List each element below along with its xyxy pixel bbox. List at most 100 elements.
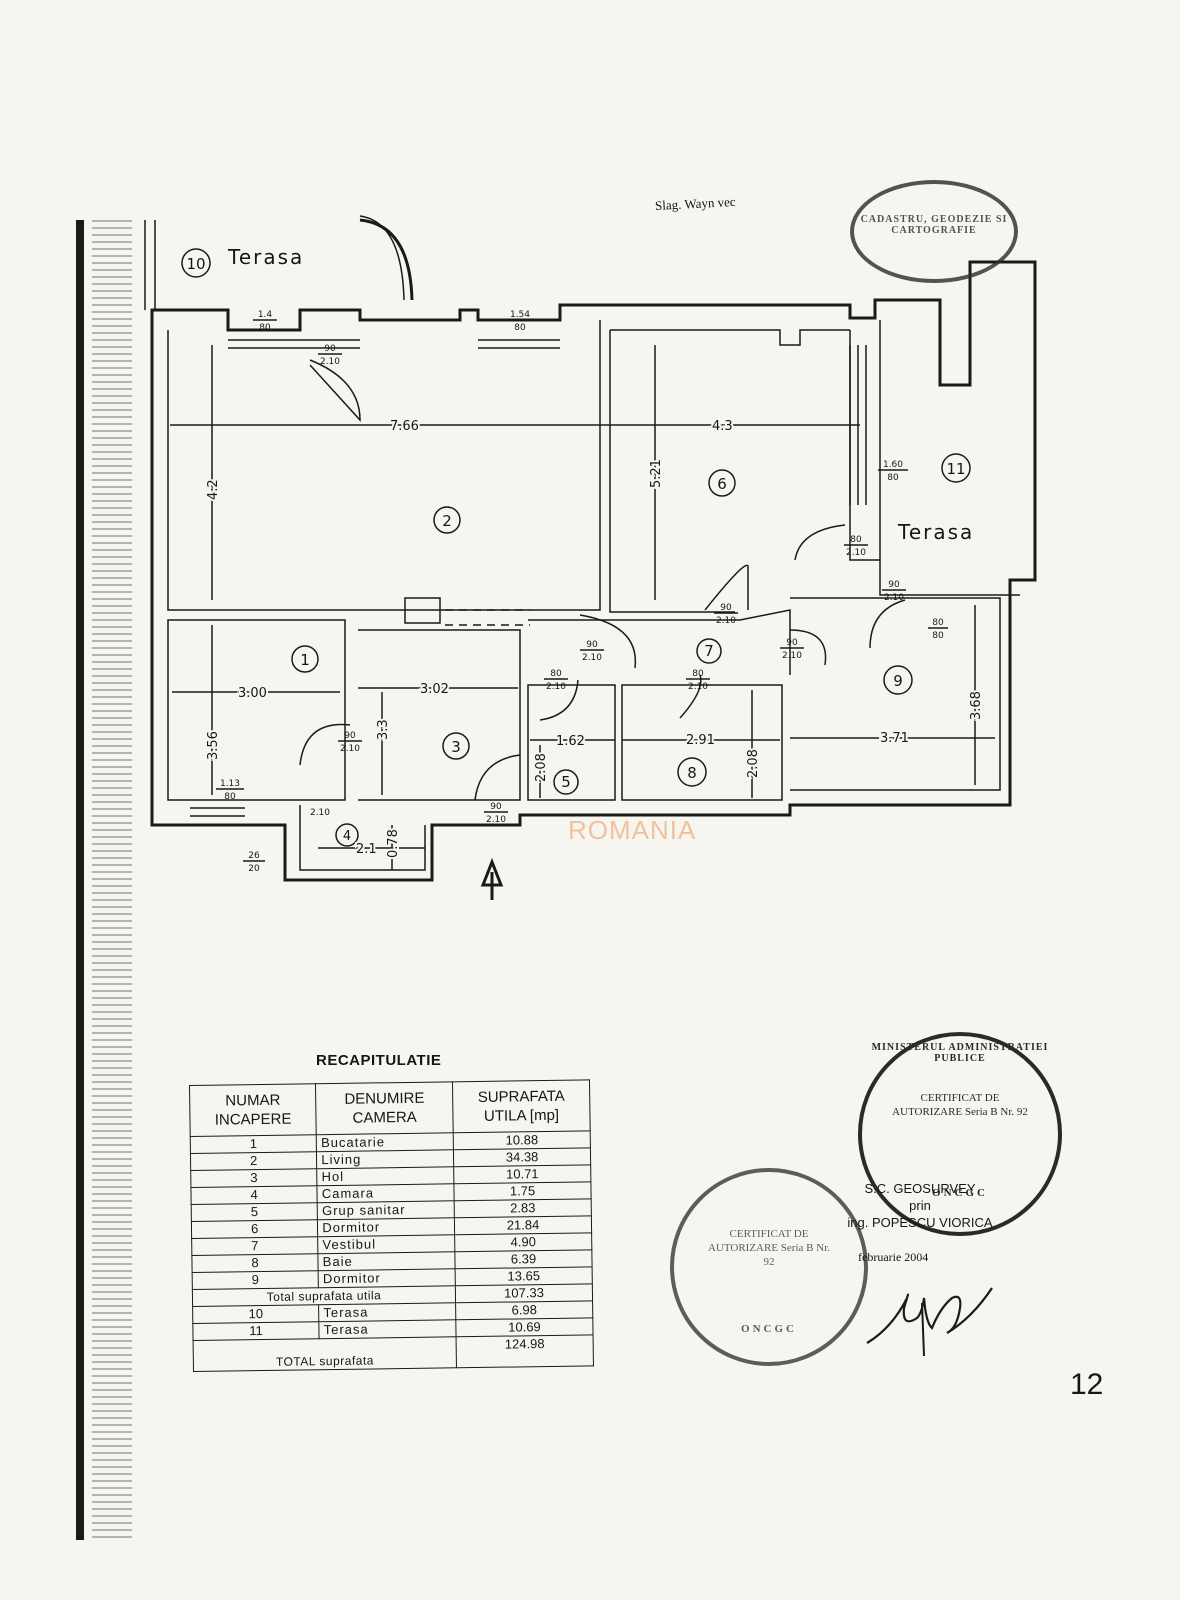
door-swing bbox=[579, 614, 637, 669]
room-label-6: 6 bbox=[708, 469, 736, 497]
door-swing bbox=[869, 599, 906, 649]
svg-text:4: 4 bbox=[343, 829, 351, 844]
door-label: 902.10 bbox=[484, 802, 508, 825]
door-swing bbox=[309, 359, 361, 422]
dim-3-68: 3.68 bbox=[969, 691, 984, 720]
room-label-2: 2 bbox=[433, 506, 461, 534]
svg-text:90: 90 bbox=[720, 603, 732, 613]
door-swing bbox=[704, 564, 749, 611]
dimension-lines bbox=[170, 345, 995, 870]
dim-3-02: 3.02 bbox=[420, 682, 449, 697]
room-label-9: 9 bbox=[883, 665, 913, 695]
header-room-number: NUMAR INCAPERE bbox=[189, 1083, 317, 1137]
opening-dashed bbox=[445, 609, 530, 626]
dim-1-62: 1.62 bbox=[556, 734, 585, 749]
svg-text:90: 90 bbox=[786, 638, 798, 648]
svg-text:80: 80 bbox=[550, 669, 562, 679]
room-label-1: 1 bbox=[291, 645, 319, 673]
room-label-10: 10 bbox=[181, 248, 211, 278]
door-label: 902.10 bbox=[780, 638, 804, 661]
handwritten-signature bbox=[866, 1287, 993, 1357]
svg-text:6: 6 bbox=[717, 475, 727, 493]
room-9-wall bbox=[790, 597, 1001, 791]
outer-wall bbox=[150, 260, 1037, 882]
terrace-10-curve-inner bbox=[359, 215, 405, 301]
svg-text:1.4: 1.4 bbox=[258, 310, 273, 320]
dim-3-3: 3.3 bbox=[376, 719, 391, 740]
room-8-wall bbox=[621, 684, 783, 801]
column bbox=[404, 597, 441, 624]
door-label: 902.10 bbox=[318, 344, 342, 367]
svg-text:2.10: 2.10 bbox=[716, 616, 736, 626]
svg-text:2.10: 2.10 bbox=[310, 808, 330, 818]
svg-text:11: 11 bbox=[946, 460, 965, 478]
svg-text:9: 9 bbox=[893, 672, 903, 690]
dim-7-66: 7.66 bbox=[390, 419, 419, 434]
svg-text:80: 80 bbox=[887, 473, 899, 483]
dim-3-00: 3.00 bbox=[238, 686, 267, 701]
date: februarie 2004 bbox=[858, 1250, 929, 1264]
svg-text:2.10: 2.10 bbox=[782, 651, 802, 661]
room-label-5: 5 bbox=[553, 769, 579, 795]
door-label: 902.10 bbox=[580, 640, 604, 663]
dim-2-08-a: 2.08 bbox=[534, 753, 549, 782]
svg-text:80: 80 bbox=[224, 792, 236, 802]
terrace-10-label: Terasa bbox=[227, 245, 304, 269]
svg-text:1.60: 1.60 bbox=[883, 460, 903, 470]
door-swing bbox=[474, 754, 521, 801]
svg-text:5: 5 bbox=[561, 773, 571, 791]
terrace-10-wall bbox=[144, 220, 156, 310]
door-label: 902.10 bbox=[882, 580, 906, 603]
door-swing bbox=[789, 629, 827, 666]
living-inner-wall bbox=[167, 320, 601, 611]
dim-2-91: 2.91 bbox=[686, 733, 715, 748]
svg-text:20: 20 bbox=[248, 864, 260, 874]
door-label: 802.10 bbox=[544, 669, 568, 692]
svg-text:1.54: 1.54 bbox=[510, 310, 530, 320]
svg-text:90: 90 bbox=[324, 344, 336, 354]
dim-4-2: 4.2 bbox=[206, 479, 221, 500]
svg-text:90: 90 bbox=[490, 802, 502, 812]
scan-edge-shadow bbox=[76, 220, 84, 1540]
room-7-wall bbox=[528, 609, 791, 675]
door-swing bbox=[299, 723, 351, 766]
svg-text:90: 90 bbox=[344, 731, 356, 741]
room-label-7: 7 bbox=[696, 638, 722, 664]
svg-text:2.10: 2.10 bbox=[688, 682, 708, 692]
window-label: 1.480 bbox=[253, 310, 277, 333]
company-block: S.C. GEOSURVEY prin ing. POPESCU VIORICA bbox=[820, 1180, 1020, 1231]
svg-text:90: 90 bbox=[586, 640, 598, 650]
terrace-11-wall bbox=[879, 320, 1020, 596]
svg-text:80: 80 bbox=[692, 669, 704, 679]
svg-text:80: 80 bbox=[850, 535, 862, 545]
svg-text:2.10: 2.10 bbox=[320, 357, 340, 367]
dim-2-1: 2.1 bbox=[356, 842, 377, 857]
terrace-11-label: Terasa bbox=[897, 520, 974, 544]
scan-edge-noise bbox=[92, 220, 132, 1540]
recap-table: NUMAR INCAPERE DENUMIRE CAMERA SUPRAFATA… bbox=[189, 1079, 594, 1372]
page-number: 12 bbox=[1070, 1368, 1104, 1401]
cadastre-stamp: CADASTRU, GEODEZIE SI CARTOGRAFIE bbox=[850, 180, 1018, 283]
dim-0-78: 0.78 bbox=[386, 829, 401, 858]
room-label-8: 8 bbox=[677, 757, 707, 787]
door-swing bbox=[539, 679, 579, 721]
room-label-11: 11 bbox=[941, 453, 971, 483]
svg-text:10: 10 bbox=[186, 255, 205, 273]
svg-text:80: 80 bbox=[932, 618, 944, 628]
svg-text:2.10: 2.10 bbox=[546, 682, 566, 692]
svg-text:90: 90 bbox=[888, 580, 900, 590]
svg-text:26: 26 bbox=[248, 851, 260, 861]
door-label: 902.10 bbox=[338, 731, 362, 754]
company-name: S.C. GEOSURVEY bbox=[864, 1181, 976, 1196]
dim-3-71: 3.71 bbox=[880, 731, 909, 746]
svg-text:80: 80 bbox=[259, 323, 271, 333]
door-label: 902.10 bbox=[714, 603, 738, 626]
entrance-arrow bbox=[480, 857, 504, 900]
svg-text:3: 3 bbox=[451, 738, 461, 756]
dim-5-21: 5.21 bbox=[649, 459, 664, 488]
